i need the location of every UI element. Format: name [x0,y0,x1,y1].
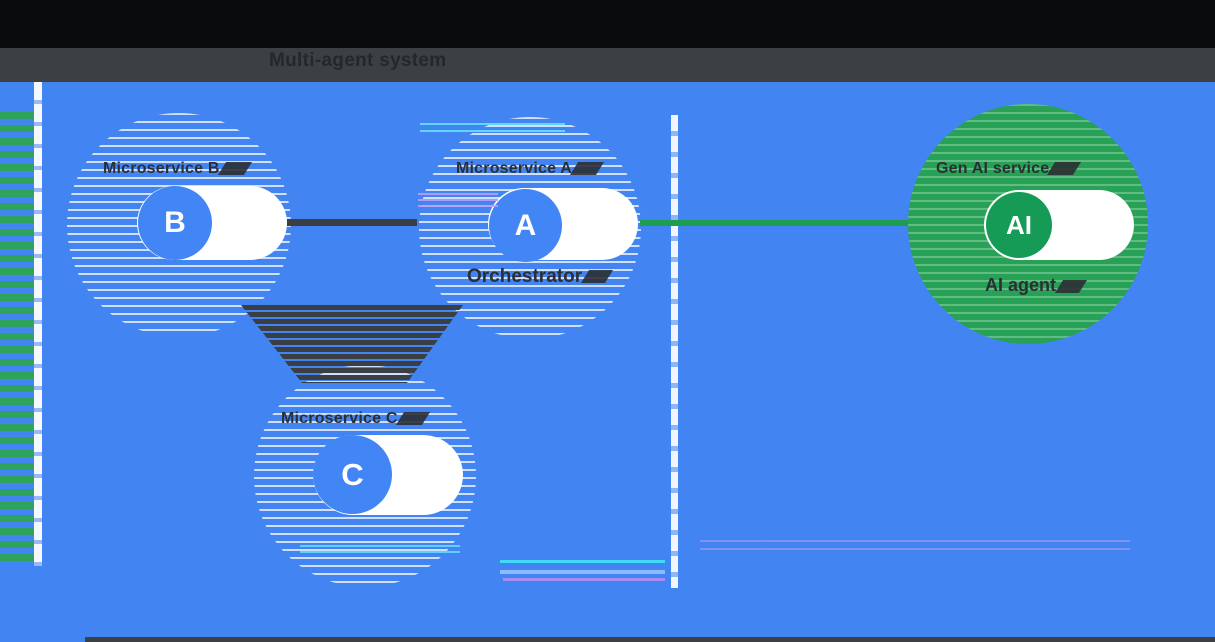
left-white-strip [34,82,42,566]
left-green-stripe-band [0,112,34,566]
node-a-label: Microservice A [456,160,600,178]
connector-b-a [287,219,417,226]
node-ai-badge: AI [986,192,1052,258]
connector-a-ai [640,220,908,226]
top-gray-bar [0,48,1215,82]
right-white-strip [671,115,678,588]
node-ai-caption: AI agent [985,275,1083,296]
scanline-accent [300,545,460,553]
node-a-badge: A [489,189,562,262]
connector-b-c-and-a-c [241,305,463,383]
scanline-accent [500,570,665,574]
top-black-bar [0,0,1215,48]
scanline-accent [418,193,498,207]
node-ai-label: Gen AI service [936,160,1077,178]
node-a-caption: Orchestrator [467,266,609,288]
scanline-accent [420,123,565,135]
scanline-accent [500,560,665,563]
node-c-badge: C [313,435,392,514]
scanline-accent [700,540,1130,550]
node-b-label: Microservice B [103,160,248,178]
scanline-accent [503,578,665,581]
diagram-title: Multi-agent system [269,50,447,71]
node-c-label: Microservice C [281,410,426,428]
bottom-gray-bar [85,637,1215,642]
node-b-badge: B [138,186,212,260]
